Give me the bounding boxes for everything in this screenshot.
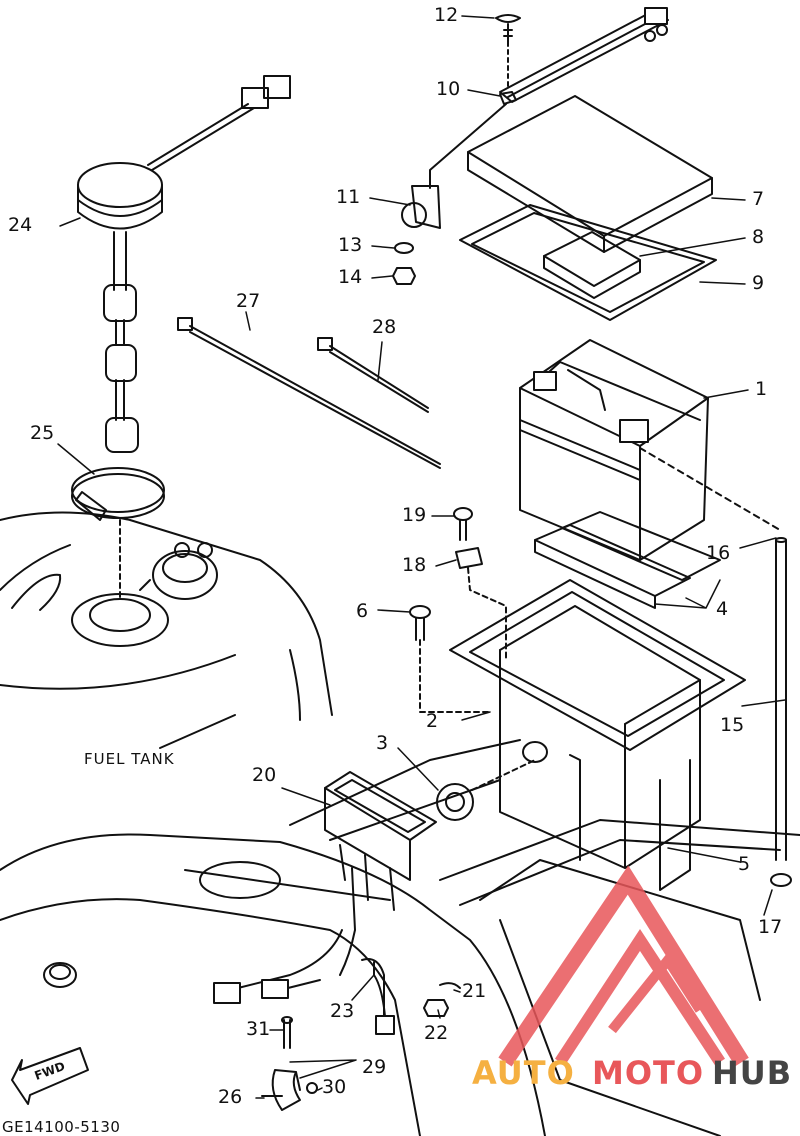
part-label-9: 9 bbox=[752, 272, 765, 294]
fuel-tank-leader bbox=[159, 714, 236, 749]
part-label-5: 5 bbox=[738, 853, 751, 875]
battery-strap-bar bbox=[499, 7, 669, 103]
part-label-20: 20 bbox=[252, 764, 277, 786]
battery-pad bbox=[543, 231, 641, 299]
nut-22-screw-21 bbox=[423, 982, 461, 1017]
part-label-28: 28 bbox=[372, 316, 397, 338]
wire-harness bbox=[213, 929, 343, 1004]
part-label-23: 23 bbox=[330, 1000, 355, 1022]
part-label-30: 30 bbox=[322, 1076, 347, 1098]
watermark-auto: AUTO bbox=[472, 1054, 575, 1092]
part-label-31: 31 bbox=[246, 1018, 271, 1040]
clip-18 bbox=[455, 547, 507, 661]
washer-nut bbox=[392, 242, 416, 285]
part-label-24: 24 bbox=[8, 214, 33, 236]
fwd-arrow-icon bbox=[11, 1047, 89, 1105]
part-label-8: 8 bbox=[752, 226, 765, 248]
part-label-22: 22 bbox=[424, 1022, 449, 1044]
battery-frame bbox=[459, 204, 717, 321]
clip-26-30 bbox=[261, 1069, 318, 1111]
part-label-4: 4 bbox=[716, 598, 729, 620]
part-label-11: 11 bbox=[336, 186, 361, 208]
fuel-sender bbox=[77, 162, 163, 453]
fuel-tank bbox=[0, 511, 333, 721]
part-label-18: 18 bbox=[402, 554, 427, 576]
part-label-2: 2 bbox=[426, 710, 439, 732]
part-label-13: 13 bbox=[338, 234, 363, 256]
part-label-26: 26 bbox=[218, 1086, 243, 1108]
part-label-21: 21 bbox=[462, 980, 487, 1002]
hook bbox=[401, 91, 517, 229]
part-label-7: 7 bbox=[752, 188, 765, 210]
vent-hose bbox=[639, 447, 792, 887]
part-label-10: 10 bbox=[436, 78, 461, 100]
part-label-3: 3 bbox=[376, 732, 389, 754]
rubber-strips bbox=[534, 511, 721, 609]
cable-tie-27 bbox=[177, 317, 441, 469]
watermark-moto: MOTO bbox=[592, 1054, 705, 1092]
drawing-code: GE14100-5130 bbox=[2, 1118, 121, 1136]
fuel-sender-connector bbox=[147, 75, 291, 171]
relay-bracket bbox=[324, 771, 437, 976]
part-label-29: 29 bbox=[362, 1056, 387, 1078]
part-label-17: 17 bbox=[758, 916, 783, 938]
wing-bolt bbox=[495, 14, 521, 91]
battery-box bbox=[449, 579, 746, 891]
part-label-25: 25 bbox=[30, 422, 55, 444]
leader-lines bbox=[57, 15, 786, 1099]
part-label-12: 12 bbox=[434, 4, 459, 26]
fuel-tank-label: FUEL TANK bbox=[84, 750, 175, 768]
part-label-6: 6 bbox=[356, 600, 369, 622]
part-label-1: 1 bbox=[755, 378, 768, 400]
part-label-16: 16 bbox=[706, 542, 731, 564]
watermark-hub: HUB bbox=[712, 1054, 793, 1092]
fastener-31 bbox=[281, 1016, 293, 1049]
part-label-27: 27 bbox=[236, 290, 261, 312]
part-label-15: 15 bbox=[720, 714, 745, 736]
bolt-19 bbox=[453, 507, 473, 541]
part-label-14: 14 bbox=[338, 266, 363, 288]
part-label-19: 19 bbox=[402, 504, 427, 526]
